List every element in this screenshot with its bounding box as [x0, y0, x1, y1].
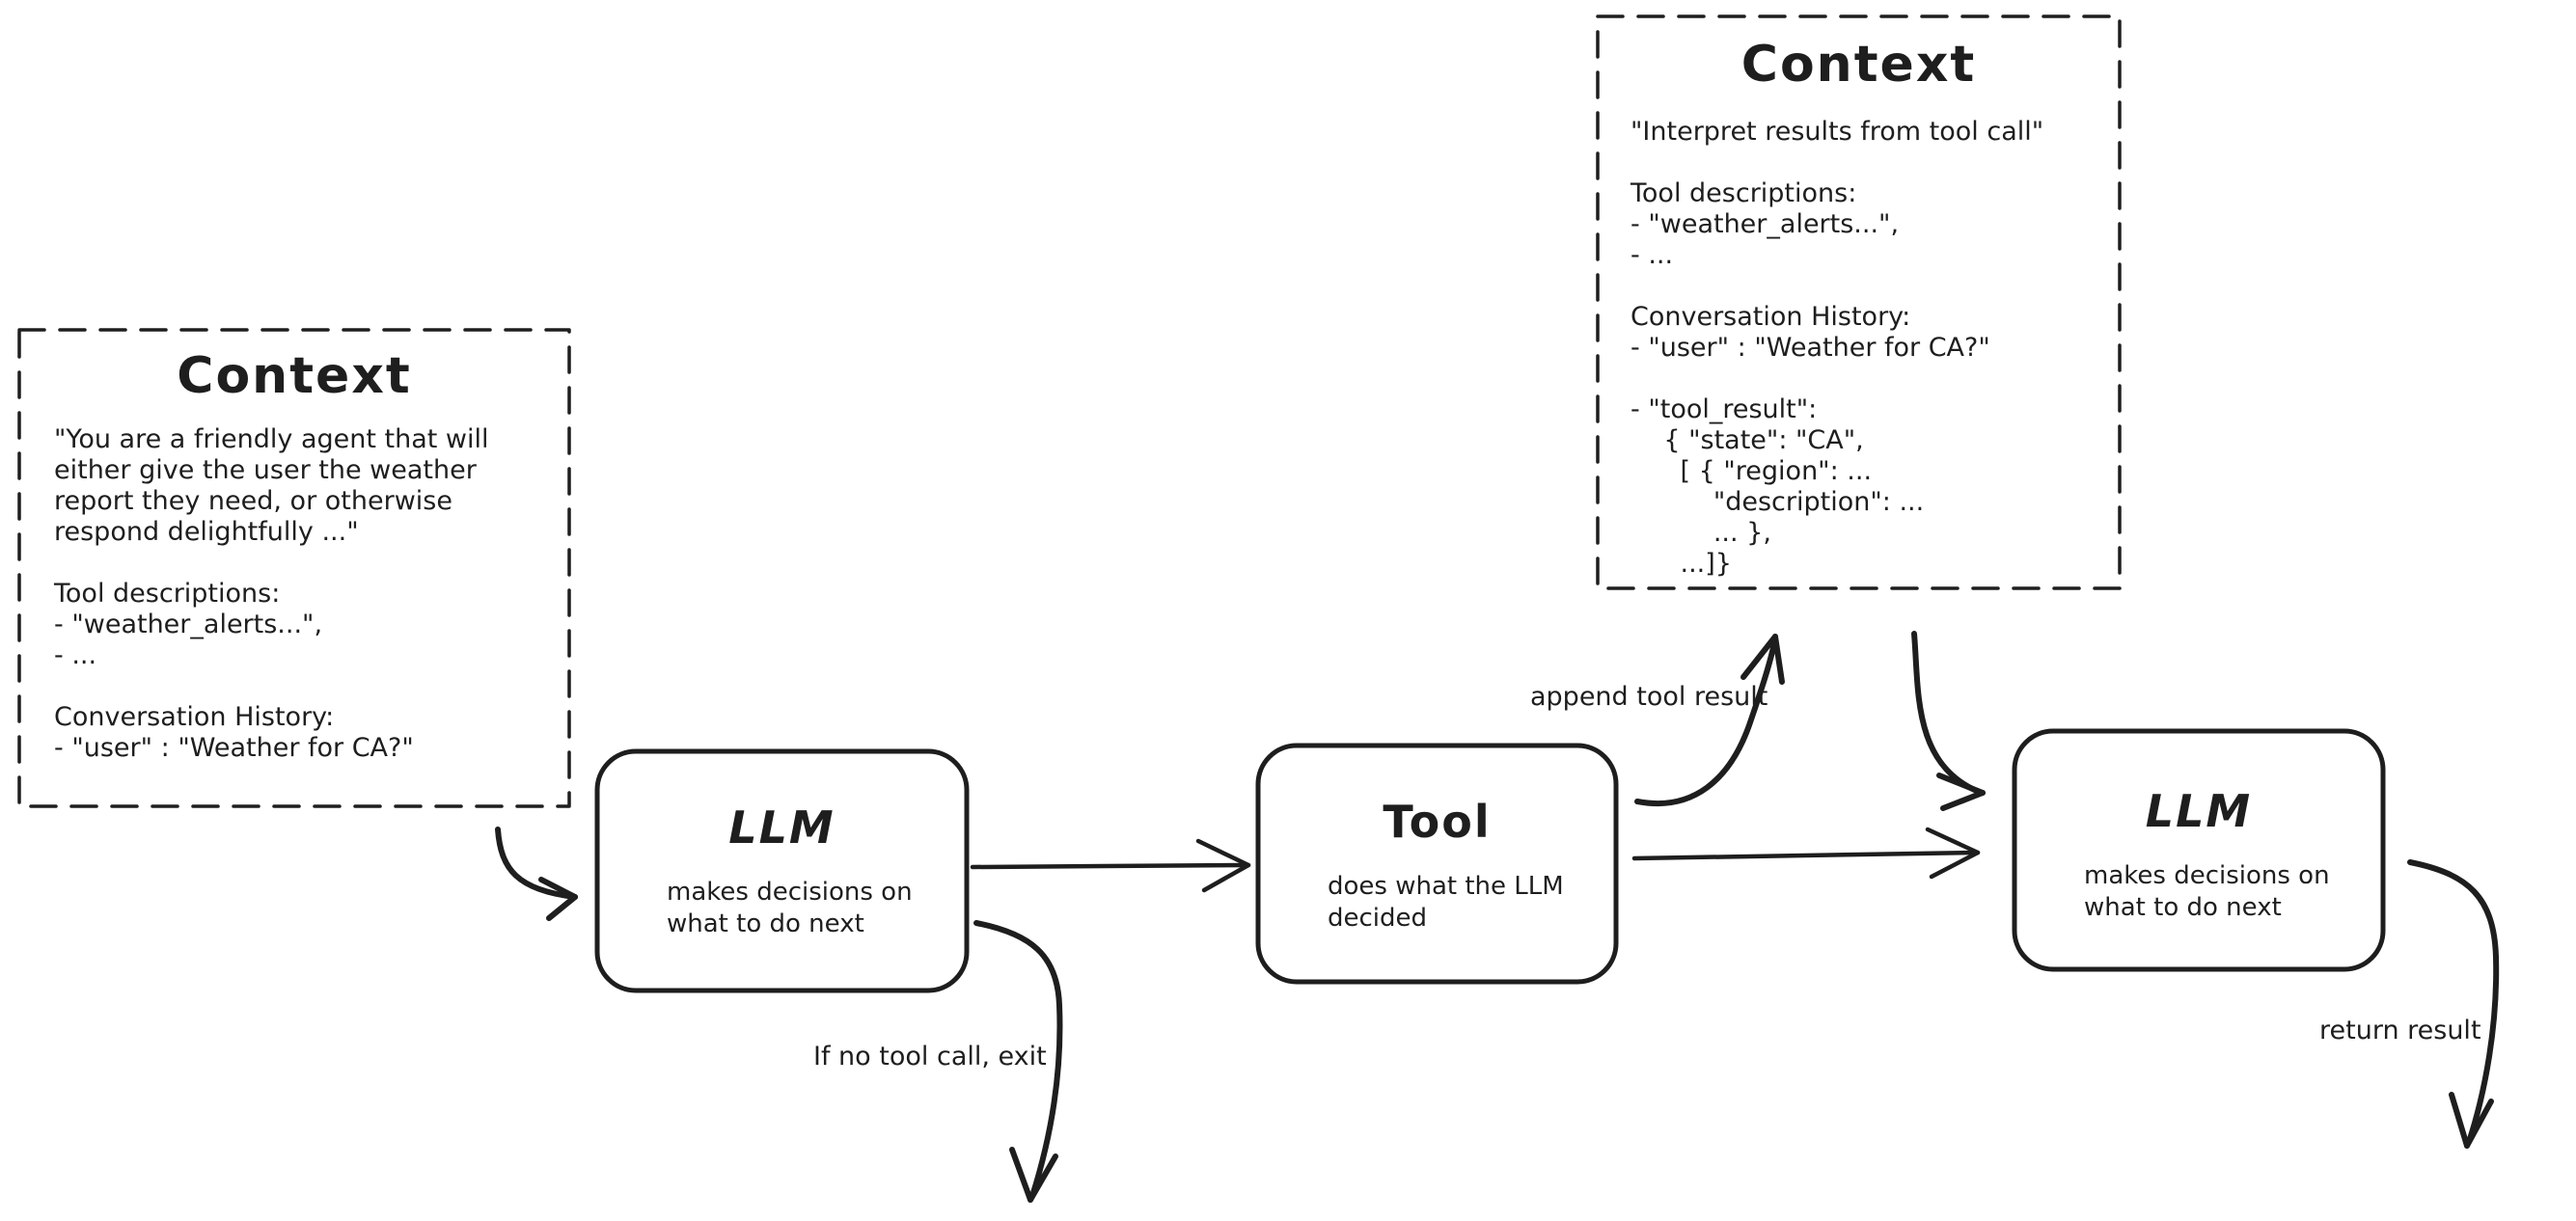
context-right-box: Context "Interpret results from tool cal… [1598, 16, 2120, 588]
llm-first-box-outline [594, 748, 970, 993]
tool-box-outline [1255, 743, 1619, 985]
arrow-llm-first-to-tool [970, 838, 1251, 893]
arrow-llm-second-return [2407, 859, 2500, 1149]
context-right-box-outline [1596, 14, 2122, 590]
arrow-context-to-llm-first [495, 827, 578, 921]
llm-second-node: LLM makes decisions on what to do next [2014, 731, 2383, 969]
context-right-body: "Interpret results from tool call" Tool … [1631, 117, 2044, 579]
llm-first-node: LLM makes decisions on what to do next [597, 751, 967, 990]
tool-subtitle: does what the LLM decided [1328, 872, 1564, 933]
llm-first-subtitle: makes decisions on what to do next [667, 878, 913, 938]
context-left-box-outline [17, 328, 571, 808]
llm-second-title: LLM [2145, 785, 2253, 837]
edge-label-return-result: return result [2319, 1016, 2481, 1045]
arrow-tool-to-context-right [1634, 634, 1785, 807]
context-left-title: Context [177, 347, 412, 405]
arrow-context-right-to-llm-second [1911, 631, 1986, 811]
llm-second-box-outline [2012, 728, 2386, 972]
edge-label-append-tool-result: append tool result [1530, 682, 1768, 712]
llm-second-subtitle: makes decisions on what to do next [2084, 861, 2330, 922]
context-right-title: Context [1740, 36, 1977, 94]
context-left-box: Context "You are a friendly agent that w… [19, 330, 569, 806]
llm-first-title: LLM [728, 801, 836, 854]
tool-node: Tool does what the LLM decided [1258, 746, 1616, 982]
arrow-tool-to-llm-second [1631, 827, 1981, 880]
edge-label-if-no-tool-call-exit: If no tool call, exit [813, 1042, 1047, 1072]
arrow-llm-first-exit [973, 920, 1063, 1203]
context-left-body: "You are a friendly agent that will eith… [54, 424, 489, 763]
tool-title: Tool [1383, 796, 1492, 848]
